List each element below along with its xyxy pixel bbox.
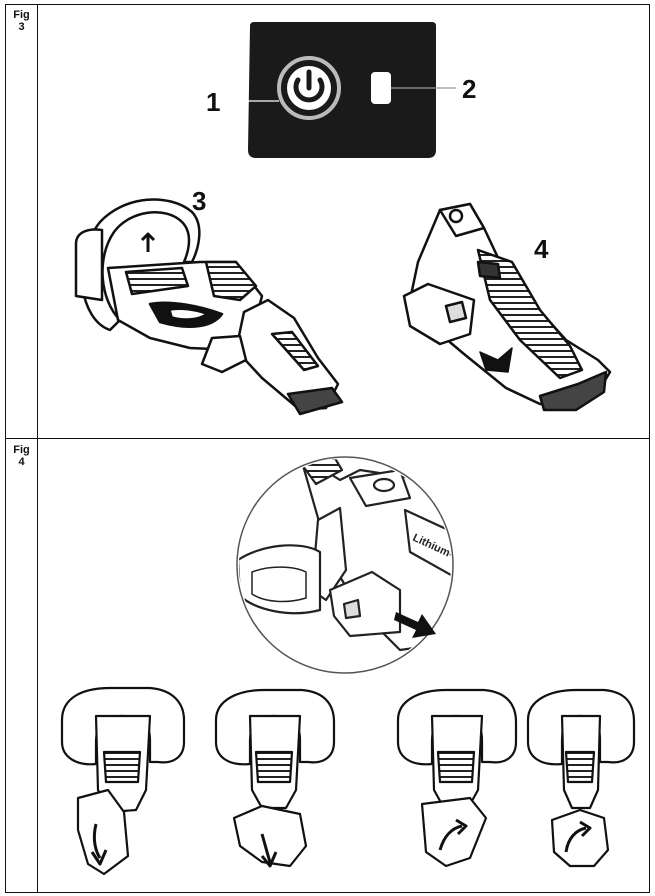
fig4-label: Fig 4 bbox=[6, 444, 37, 468]
magnified-detail: Lithium-Ion bbox=[236, 456, 454, 674]
trimmer-rotation-step-4 bbox=[526, 688, 636, 868]
trimmer-rotation-step-1 bbox=[60, 686, 186, 876]
battery-indicator-icon bbox=[371, 72, 391, 104]
fig3-label: Fig 3 bbox=[6, 9, 37, 33]
callout-3: 3 bbox=[192, 186, 206, 216]
fig4-label-number: 4 bbox=[18, 456, 25, 468]
figure-table: Fig 3 Fig 4 bbox=[5, 4, 650, 893]
callout-4: 4 bbox=[534, 234, 549, 264]
row-divider bbox=[6, 438, 649, 439]
callout-1: 1 bbox=[206, 87, 220, 117]
callout-2: 2 bbox=[462, 74, 476, 104]
hedge-trimmer-side-view bbox=[74, 198, 344, 416]
trimmer-rotation-step-3 bbox=[396, 688, 518, 868]
slide-direction-arrow bbox=[394, 612, 436, 638]
fig3-label-word: Fig bbox=[13, 9, 30, 21]
battery-pack-view bbox=[402, 202, 612, 412]
control-panel bbox=[230, 22, 456, 158]
fig3-label-number: 3 bbox=[18, 21, 25, 33]
fig4-label-word: Fig bbox=[13, 444, 30, 456]
power-icon bbox=[277, 56, 341, 120]
trimmer-rotation-step-2 bbox=[214, 688, 336, 868]
column-divider bbox=[37, 5, 38, 892]
